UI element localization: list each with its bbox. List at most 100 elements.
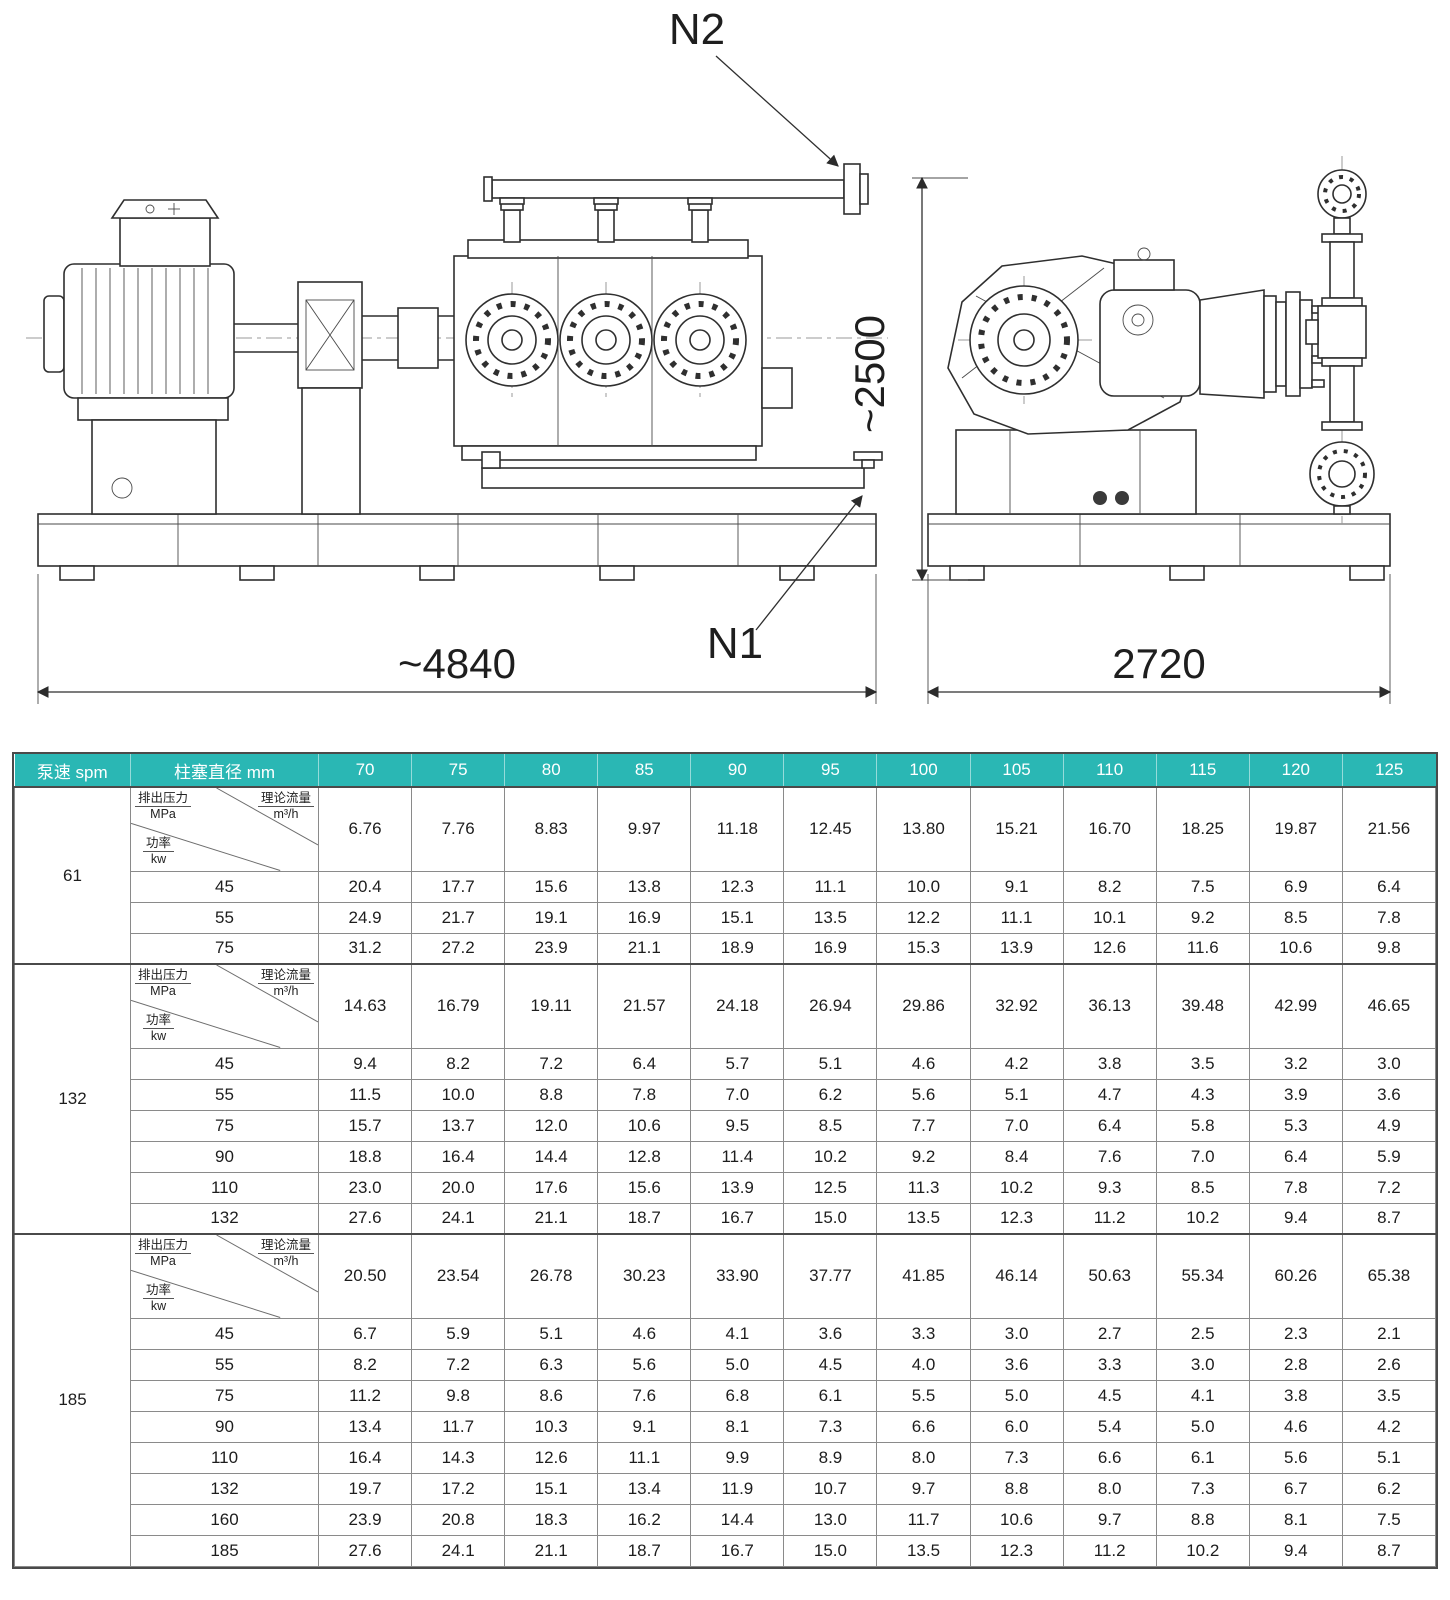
power-value: 12.5 bbox=[783, 1171, 878, 1204]
power-value: 6.9 bbox=[1248, 870, 1343, 903]
diameter-col-header: 120 bbox=[1249, 754, 1343, 788]
power-value: 11.6 bbox=[1155, 932, 1250, 965]
base-skid bbox=[37, 513, 877, 581]
power-value: 10.0 bbox=[876, 870, 971, 903]
power-value: 13.8 bbox=[597, 870, 692, 903]
width-dimension bbox=[926, 574, 1392, 704]
power-value: 6.7 bbox=[1248, 1472, 1343, 1505]
flow-value: 46.14 bbox=[969, 1233, 1064, 1319]
power-value: 13.0 bbox=[783, 1503, 878, 1536]
plunger-stems bbox=[500, 201, 712, 243]
power-value: 5.5 bbox=[876, 1379, 971, 1412]
flow-value: 26.94 bbox=[783, 963, 878, 1049]
flow-value: 23.54 bbox=[411, 1233, 506, 1319]
power-value: 11.1 bbox=[597, 1441, 692, 1474]
power-value: 9.1 bbox=[597, 1410, 692, 1443]
diameter-col-header: 70 bbox=[318, 754, 413, 788]
power-value: 21.1 bbox=[504, 1534, 599, 1567]
diameter-col-header: 125 bbox=[1342, 754, 1436, 788]
power-value: 27.6 bbox=[317, 1534, 413, 1567]
power-value: 18.3 bbox=[504, 1503, 599, 1536]
power-value: 4.9 bbox=[1341, 1109, 1437, 1142]
power-value: 3.6 bbox=[1341, 1078, 1437, 1111]
power-value: 8.8 bbox=[504, 1078, 599, 1111]
power-value: 6.2 bbox=[783, 1078, 878, 1111]
power-value: 4.0 bbox=[876, 1348, 971, 1381]
power-value: 8.9 bbox=[783, 1441, 878, 1474]
power-value: 8.2 bbox=[1062, 870, 1157, 903]
power-value: 4.7 bbox=[1062, 1078, 1157, 1111]
power-value: 10.3 bbox=[504, 1410, 599, 1443]
power-value: 24.9 bbox=[317, 901, 413, 934]
pressure-value: 90 bbox=[130, 1140, 319, 1173]
power-value: 27.6 bbox=[317, 1202, 413, 1235]
power-value: 15.6 bbox=[504, 870, 599, 903]
power-value: 3.3 bbox=[1062, 1348, 1157, 1381]
power-value: 7.3 bbox=[969, 1441, 1064, 1474]
power-value: 4.5 bbox=[783, 1348, 878, 1381]
power-value: 7.7 bbox=[876, 1109, 971, 1142]
dim-height-label: ~2500 bbox=[846, 315, 893, 433]
power-value: 21.1 bbox=[504, 1202, 599, 1235]
power-value: 8.5 bbox=[1248, 901, 1343, 934]
power-value: 12.3 bbox=[690, 870, 785, 903]
power-value: 10.0 bbox=[411, 1078, 506, 1111]
power-value: 18.8 bbox=[317, 1140, 413, 1173]
flow-value: 20.50 bbox=[317, 1233, 413, 1319]
power-value: 6.0 bbox=[969, 1410, 1064, 1443]
flow-value: 65.38 bbox=[1341, 1233, 1437, 1319]
power-value: 11.2 bbox=[1062, 1534, 1157, 1567]
power-value: 9.1 bbox=[969, 870, 1064, 903]
power-value: 6.7 bbox=[317, 1317, 413, 1350]
power-value: 14.4 bbox=[690, 1503, 785, 1536]
nozzle-n1-label: N1 bbox=[707, 619, 763, 668]
power-value: 13.5 bbox=[876, 1534, 971, 1567]
power-value: 12.0 bbox=[504, 1109, 599, 1142]
power-value: 17.2 bbox=[411, 1472, 506, 1505]
power-value: 7.3 bbox=[783, 1410, 878, 1443]
length-dimension bbox=[36, 574, 878, 704]
power-value: 23.9 bbox=[504, 932, 599, 965]
flow-value: 21.57 bbox=[597, 963, 692, 1049]
power-value: 15.0 bbox=[783, 1202, 878, 1235]
dim-width-label: 2720 bbox=[1112, 640, 1205, 687]
flow-value: 6.76 bbox=[317, 786, 413, 872]
power-value: 16.9 bbox=[597, 901, 692, 934]
power-value: 3.9 bbox=[1248, 1078, 1343, 1111]
power-value: 12.3 bbox=[969, 1202, 1064, 1235]
power-value: 3.6 bbox=[969, 1348, 1064, 1381]
power-value: 23.0 bbox=[317, 1171, 413, 1204]
power-value: 7.3 bbox=[1155, 1472, 1250, 1505]
power-value: 8.5 bbox=[1155, 1171, 1250, 1204]
power-value: 5.1 bbox=[1341, 1441, 1437, 1474]
flow-value: 36.13 bbox=[1062, 963, 1157, 1049]
power-value: 5.7 bbox=[690, 1047, 785, 1080]
flow-value: 16.70 bbox=[1062, 786, 1157, 872]
power-value: 4.3 bbox=[1155, 1078, 1250, 1111]
diameter-col-header: 90 bbox=[690, 754, 785, 788]
pressure-value: 75 bbox=[130, 932, 319, 965]
power-value: 10.6 bbox=[1248, 932, 1343, 965]
power-value: 7.2 bbox=[504, 1047, 599, 1080]
flow-value: 41.85 bbox=[876, 1233, 971, 1319]
drain-port bbox=[1115, 491, 1129, 505]
power-value: 5.3 bbox=[1248, 1109, 1343, 1142]
flow-value: 11.18 bbox=[690, 786, 785, 872]
pump-speed-header: 泵速 spm bbox=[14, 754, 131, 788]
power-value: 11.5 bbox=[317, 1078, 413, 1111]
power-value: 6.8 bbox=[690, 1379, 785, 1412]
power-value: 3.2 bbox=[1248, 1047, 1343, 1080]
power-value: 6.6 bbox=[1062, 1441, 1157, 1474]
power-value: 8.4 bbox=[969, 1140, 1064, 1173]
